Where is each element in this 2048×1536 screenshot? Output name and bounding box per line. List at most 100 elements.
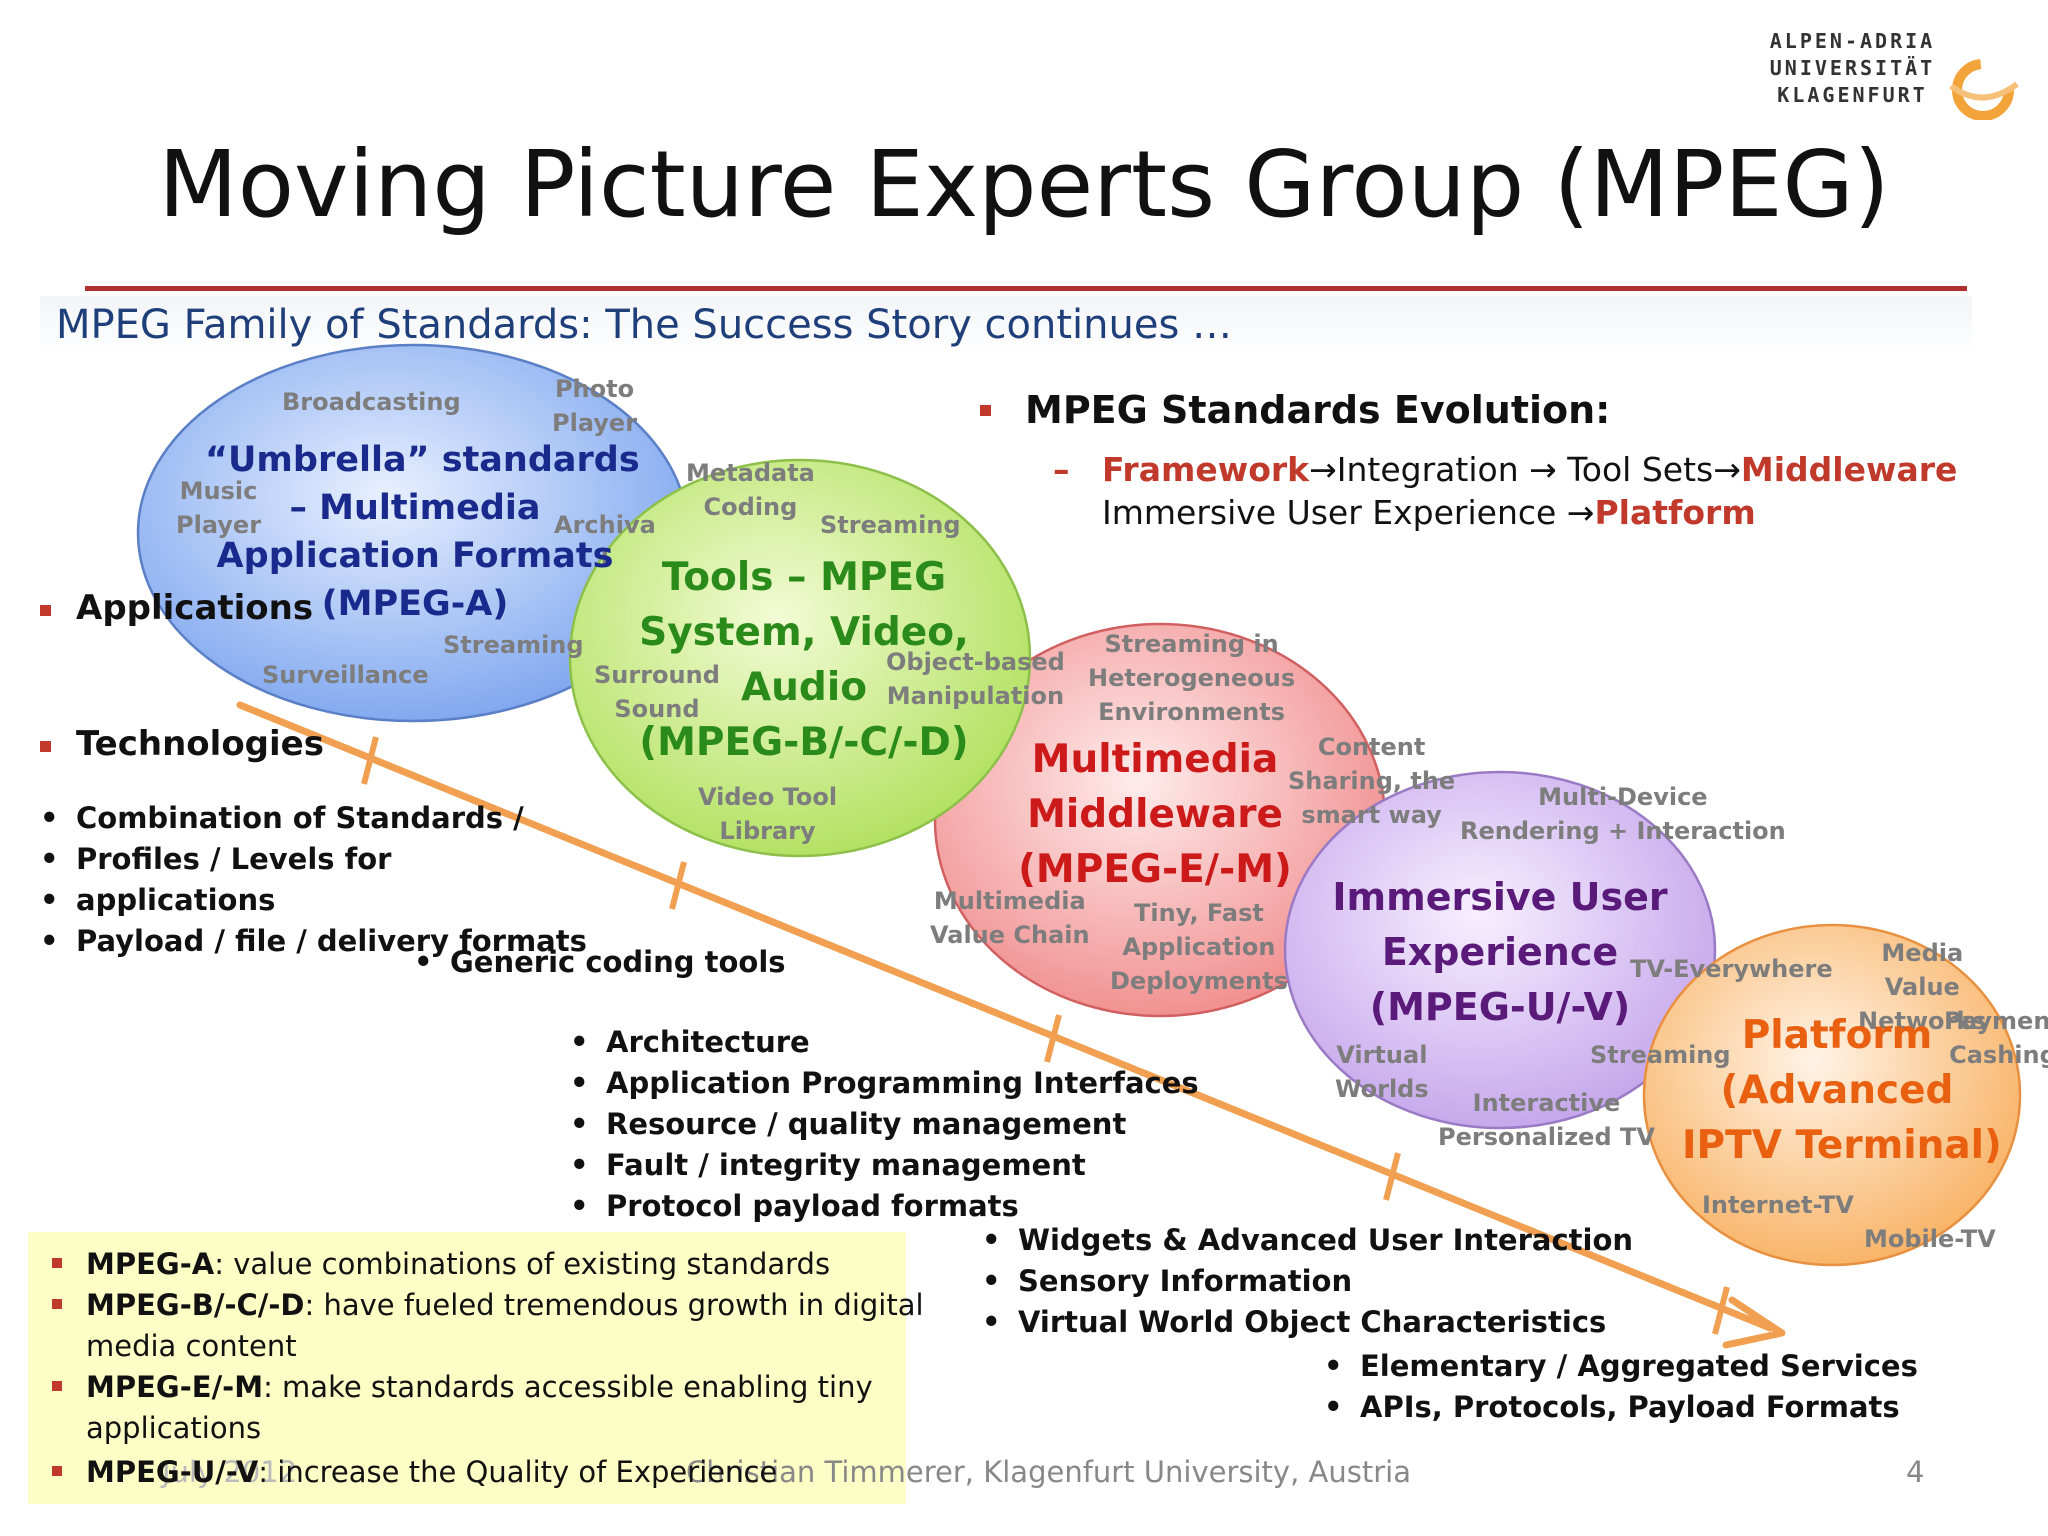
label-streaming-a: Streaming <box>443 631 584 659</box>
summary-text: : make standards accessible enabling tin… <box>263 1370 873 1404</box>
summary-bullet-icon <box>52 1381 62 1391</box>
evo-integration: →Integration → Tool Sets→ <box>1309 450 1741 489</box>
summary-text-cont: applications <box>86 1411 262 1445</box>
label-rendering: Rendering + Interaction <box>1460 817 1786 845</box>
label-interactive-tv: Interactive Personalized TV <box>1438 1086 1655 1154</box>
applications-bullet-icon <box>40 605 51 616</box>
summary-text: : increase the Quality of Experience <box>258 1455 778 1489</box>
middleware-list: Architecture Application Programming Int… <box>570 1022 1199 1227</box>
tools-title-1: Tools – MPEG <box>661 555 947 600</box>
tools-title: Tools – MPEG System, Video, Audio (MPEG-… <box>604 550 1004 770</box>
summary-key: MPEG-E/-M <box>86 1370 264 1404</box>
list-item: Widgets & Advanced User Interaction <box>982 1220 1633 1261</box>
list-item: Resource / quality management <box>570 1104 1199 1145</box>
label-value-chain: Multimedia Value Chain <box>930 884 1090 952</box>
immersive-title-1: Immersive User <box>1332 875 1668 919</box>
label-photo: Photo <box>554 375 635 403</box>
label-manipulation: Manipulation <box>886 682 1065 710</box>
list-item: Architecture <box>570 1022 1199 1063</box>
generic-list: Generic coding tools <box>414 942 786 983</box>
summary-text: : value combinations of existing standar… <box>214 1247 831 1281</box>
technologies-heading: Technologies <box>76 724 324 764</box>
arrow-tick-4 <box>1383 1152 1401 1201</box>
evolution-text: Framework→Integration → Tool Sets→Middle… <box>1102 448 1957 534</box>
evo-middleware: Middleware <box>1740 450 1958 489</box>
label-environments: Environments <box>1098 698 1285 726</box>
label-archival: Archiva l <box>554 508 656 576</box>
applications-heading: Applications <box>76 588 314 628</box>
label-mobile-tv: Mobile-TV <box>1864 1225 1996 1253</box>
label-multimedia: Multimedia <box>933 887 1086 915</box>
label-photo-player: Photo Player <box>552 372 637 440</box>
list-item: Fault / integrity management <box>570 1145 1199 1186</box>
arrow-tick-5 <box>1712 1286 1730 1335</box>
label-surround-sound: Surround Sound <box>594 658 720 726</box>
label-media-value-networks: Media Value Networks <box>1858 936 1987 1038</box>
label-cashing: Cashing <box>1949 1041 2048 1069</box>
immersive-title-2: Experience <box>1381 930 1619 974</box>
immersive-title: Immersive User Experience (MPEG-U/-V) <box>1320 870 1680 1035</box>
immersive-title-3: (MPEG-U/-V) <box>1369 985 1631 1029</box>
evolution-line-1: Framework→Integration → Tool Sets→Middle… <box>1102 448 1957 491</box>
label-surround: Surround <box>594 661 720 689</box>
summary-key: MPEG-B/-C/-D <box>86 1288 305 1322</box>
list-item: APIs, Protocols, Payload Formats <box>1324 1387 1918 1428</box>
footer-date: July 2012 <box>162 1455 298 1489</box>
logo-line-2: UNIVERSITÄT <box>1769 56 1936 80</box>
mpeg-a-title-4: (MPEG-A) <box>321 584 509 624</box>
label-heterogeneous: Heterogeneous <box>1088 664 1296 692</box>
label-music: Music <box>179 477 258 505</box>
page-title: Moving Picture Experts Group (MPEG) <box>158 131 1890 238</box>
evolution-bullet-icon <box>980 405 991 416</box>
label-value: Value <box>1884 973 1960 1001</box>
label-player: Player <box>552 409 638 437</box>
list-item-cont: applications <box>76 883 276 917</box>
logo-swoosh-icon <box>1949 59 2019 120</box>
label-music-player-2: Player <box>176 511 262 539</box>
ellipse-immersive <box>1283 770 1717 1130</box>
logo-line-3: KLAGENFURT <box>1777 83 1928 107</box>
tools-title-4: (MPEG-B/-C/-D) <box>639 720 969 765</box>
list-item: Virtual World Object Characteristics <box>982 1302 1633 1343</box>
technologies-list: Combination of Standards / Profiles / Le… <box>40 798 587 962</box>
label-archival-2: l <box>600 545 610 573</box>
list-item: Elementary / Aggregated Services <box>1324 1346 1918 1387</box>
list-item: Protocol payload formats <box>570 1186 1199 1227</box>
summary-key: MPEG-A <box>86 1247 215 1281</box>
label-application: Application <box>1122 933 1276 961</box>
label-object-manipulation: Object-based Manipulation <box>886 645 1065 713</box>
label-personalized-tv: Personalized TV <box>1438 1123 1655 1151</box>
label-streaming-immersive: Streaming <box>1590 1041 1731 1069</box>
label-content-sharing: Content Sharing, the smart way <box>1288 730 1455 832</box>
label-worlds: Worlds <box>1335 1075 1429 1103</box>
title-divider <box>85 286 1967 291</box>
middleware-title-2: Middleware <box>1027 792 1283 837</box>
middleware-title-3: (MPEG-E/-M) <box>1018 847 1292 892</box>
list-item-cont: Profiles / Levels for <box>76 842 392 876</box>
evo-immersive: Immersive User Experience → <box>1102 493 1595 532</box>
summary-bullet-icon <box>52 1299 62 1309</box>
platform-title-1: Platform <box>1741 1013 1933 1058</box>
logo-line-1: ALPEN-ADRIA <box>1769 29 1936 53</box>
list-item: applications <box>40 880 587 921</box>
label-internet-tv: Internet-TV <box>1702 1191 1854 1219</box>
page-number: 4 <box>1906 1455 1925 1489</box>
summary-item-2: MPEG-B/-C/-D: have fueled tremendous gro… <box>86 1285 924 1367</box>
evo-framework: Framework <box>1102 450 1310 489</box>
platform-title-2: (Advanced <box>1720 1068 1954 1113</box>
label-video-tool-library: Video Tool Library <box>698 780 837 848</box>
platform-title: Platform (Advanced IPTV Terminal) <box>1682 1008 2002 1173</box>
label-payment: Payment <box>1944 1007 2048 1035</box>
label-coding: Coding <box>703 493 798 521</box>
label-virtual-worlds: Virtual Worlds <box>1335 1038 1429 1106</box>
label-metadata: Metadata <box>686 459 815 487</box>
list-item: Profiles / Levels for <box>40 839 587 880</box>
summary-text-cont: media content <box>86 1329 297 1363</box>
middleware-title: Multimedia Middleware (MPEG-E/-M) <box>1000 732 1310 897</box>
label-sharing: Sharing, the <box>1288 767 1456 795</box>
middleware-title-1: Multimedia <box>1031 737 1279 782</box>
platform-title-3: IPTV Terminal) <box>1682 1123 2002 1168</box>
evolution-heading: MPEG Standards Evolution: <box>1025 388 1611 432</box>
label-networks: Networks <box>1858 1007 1987 1035</box>
